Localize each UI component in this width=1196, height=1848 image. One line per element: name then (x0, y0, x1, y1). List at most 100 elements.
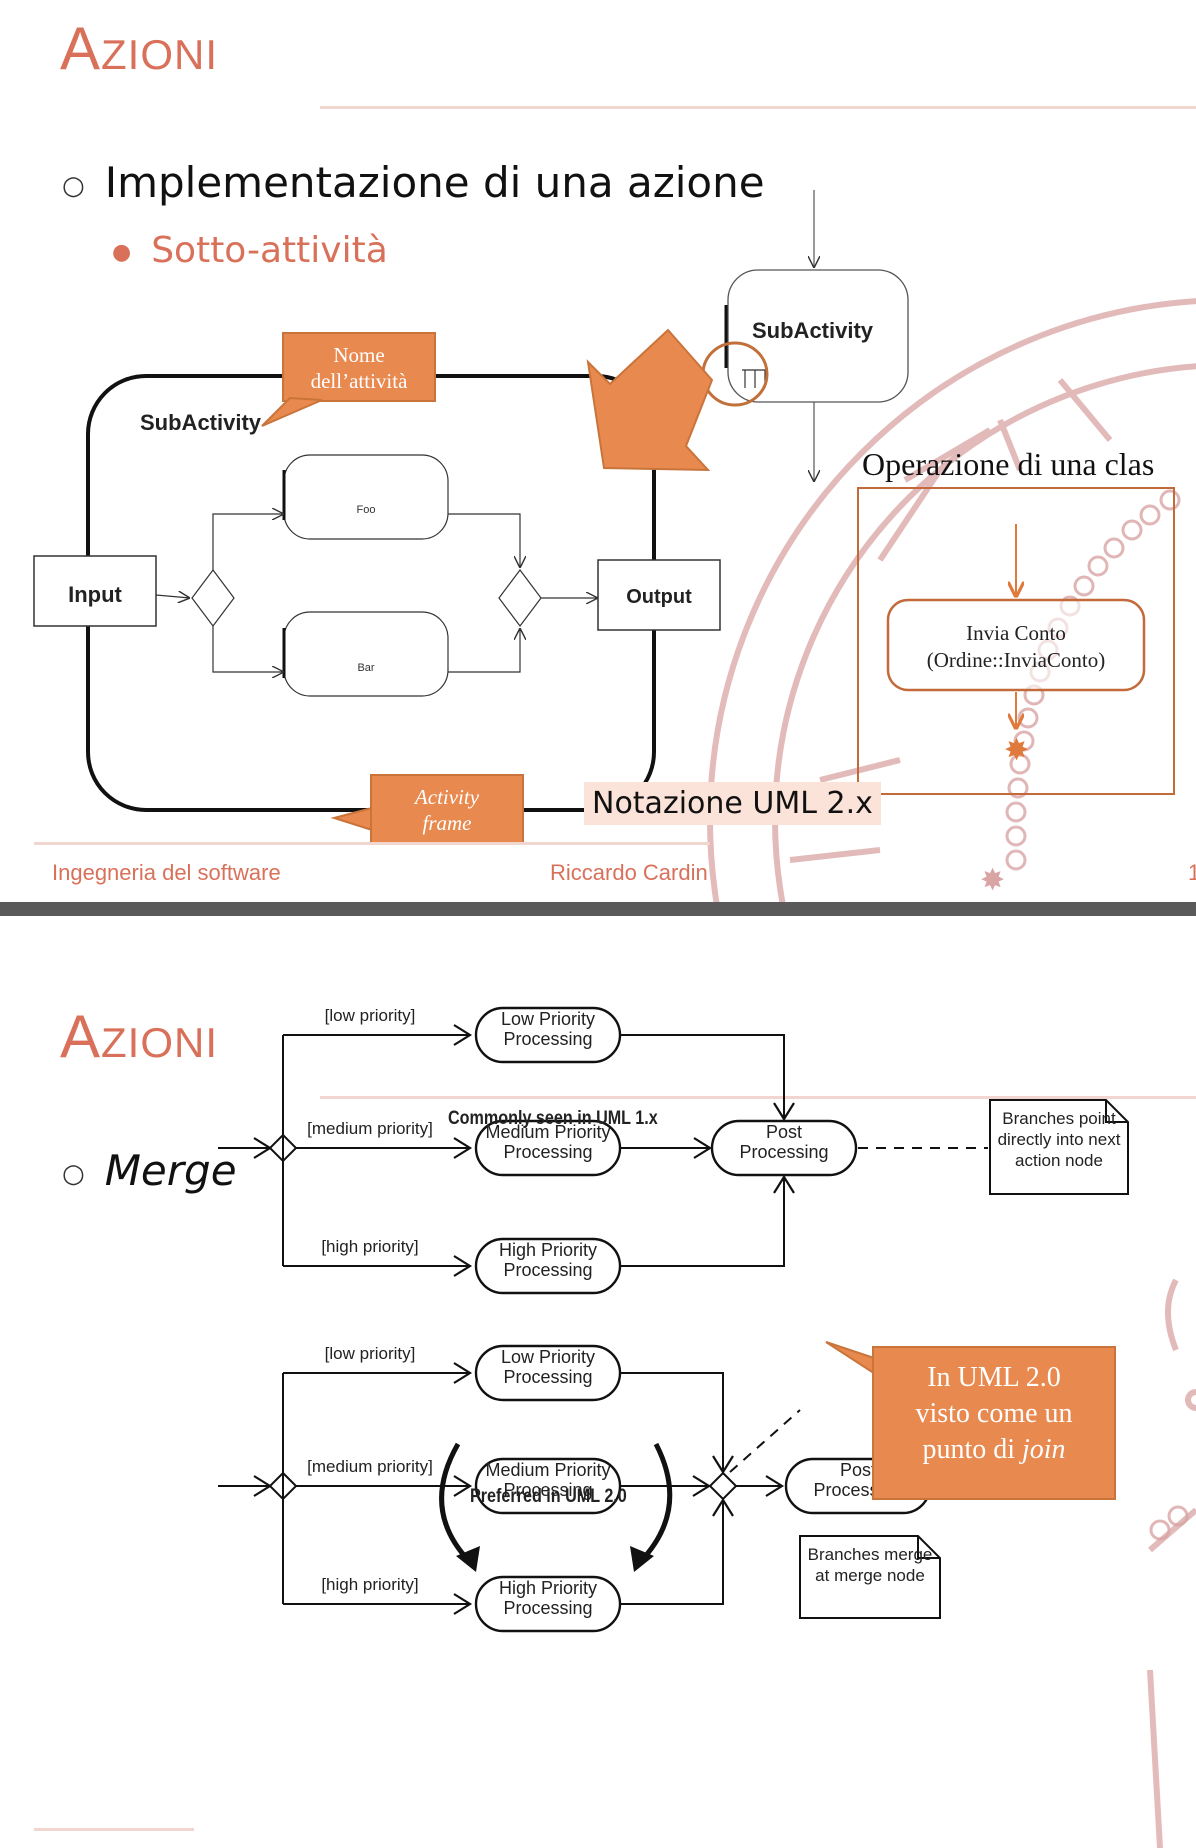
top-caption: Commonly seen in UML 1.x (448, 1108, 658, 1129)
frame-label: SubActivity (140, 410, 262, 435)
operation-frame (857, 487, 1175, 795)
slide-title: Azioni (60, 1003, 219, 1070)
bullet-circle-icon: ○ (62, 1158, 85, 1189)
action-node-label: Processing (503, 1260, 592, 1280)
merge-flow (620, 1500, 724, 1605)
bullet-circle-icon: ○ (62, 170, 85, 201)
action-node-label: Processing (503, 1367, 592, 1387)
invia-conto-line: (Ordine::InviaConto) (926, 648, 1106, 672)
foo-label: Foo (356, 504, 376, 516)
flow-arrow-icon (712, 1455, 734, 1475)
slide-title: Azioni (60, 15, 219, 82)
flow-arrow-icon (692, 1475, 712, 1497)
action-node-label: High Priority (499, 1240, 597, 1260)
action-node-label: Processing (503, 1598, 592, 1618)
slide-separator (0, 902, 1196, 916)
university-seal-watermark-2 (1147, 1278, 1196, 1848)
bullet-text: Merge (104, 1146, 237, 1195)
flow-arrow-icon (773, 1102, 795, 1122)
callout-activity-frame: Activity frame (370, 774, 524, 844)
notation-tag: Notazione UML 2.x (584, 782, 881, 825)
guard-label: [high priority] (321, 1237, 418, 1256)
callout-join: In UML 2.0 visto come un punto di join (872, 1346, 1116, 1500)
flow-arrow-icon (453, 1475, 473, 1497)
flow-arrow-icon (453, 1362, 473, 1384)
orange-pointer-arrow (586, 328, 714, 472)
action-node-label: Processing (503, 1480, 592, 1500)
bullet-text: Implementazione di una azione (104, 158, 765, 207)
output-pin (597, 559, 721, 631)
flow-arrow-icon (453, 1593, 473, 1615)
note-bottom-text: at merge node (815, 1566, 925, 1585)
curved-arrow-left-head (456, 1546, 480, 1572)
bullet-dot-icon: ● (112, 239, 132, 265)
curved-arrow-right (638, 1442, 673, 1564)
guard-label: [medium priority] (307, 1119, 433, 1138)
callout-line: frame (422, 811, 472, 835)
note-top-text: directly into next (998, 1130, 1121, 1149)
merge-diagram: [low priority]Low PriorityProcessing[med… (218, 1006, 1129, 1633)
bullet-merge: ○ Merge (62, 1146, 237, 1195)
merge-flow (620, 1177, 785, 1267)
bottom-star-icon: ✸ (980, 863, 1005, 898)
flow-arrow-icon (453, 1137, 473, 1159)
footer-author: Riccardo Cardin (550, 860, 708, 885)
post-processing-node-label: Processing (739, 1142, 828, 1162)
note-bottom-text: Branches merge (808, 1545, 933, 1564)
callout-line: In UML 2.0 (927, 1362, 1061, 1393)
bar-label: Bar (357, 662, 375, 674)
flow-arrow-icon (453, 1024, 473, 1046)
subactivity-diagram: ✸ ✸ (33, 190, 1175, 898)
bottom-caption: Preferred in UML 2.0 (470, 1486, 627, 1507)
action-node-label: High Priority (499, 1578, 597, 1598)
operation-label: Operazione di una clas (862, 446, 1155, 482)
merge-flow (620, 1372, 724, 1472)
flow-arrow-icon (773, 1174, 795, 1194)
curved-arrow-right-head (630, 1546, 654, 1572)
invia-conto-node (886, 598, 1146, 692)
bullet-implementazione: ○ Implementazione di una azione (62, 158, 765, 207)
flow-arrow-icon (453, 1255, 473, 1277)
action-node-label: Low Priority (501, 1009, 595, 1029)
post-processing-node-label: Post (840, 1460, 876, 1480)
guard-label: [high priority] (321, 1575, 418, 1594)
subactivity-call-node (727, 269, 909, 403)
note-top-text: action node (1015, 1151, 1103, 1170)
callout-line: visto come un (915, 1398, 1073, 1429)
input-pin (33, 555, 157, 627)
action-node-label: Medium Priority (485, 1122, 610, 1142)
flow-arrow-icon (712, 1497, 734, 1517)
action-node-label: Processing (503, 1142, 592, 1162)
merge-node (498, 569, 542, 627)
curved-arrow-left (439, 1442, 472, 1564)
rake-star-icon: ✸ (1004, 733, 1029, 768)
action-node-label: Low Priority (501, 1347, 595, 1367)
callout-line: punto di join (874, 1432, 1114, 1468)
callout-line: dell’attività (310, 369, 408, 393)
merge-flow (620, 1034, 785, 1119)
callout-text: punto di (922, 1434, 1022, 1465)
subactivity-call-label: SubActivity (752, 318, 874, 343)
flow-arrow-icon (693, 1137, 713, 1159)
merge-node (708, 1471, 738, 1501)
footer-rule (34, 842, 710, 845)
note-top (989, 1099, 1129, 1195)
callout-line: Nome (333, 343, 385, 367)
invia-conto-line: Invia Conto (966, 621, 1066, 645)
callout-line: Activity (414, 785, 480, 809)
post-processing-node-label: Post (766, 1122, 802, 1142)
flow-arrow-icon (765, 1475, 785, 1497)
action-node-label: Medium Priority (485, 1460, 610, 1480)
action-node-label: Processing (503, 1029, 592, 1049)
note-bottom (799, 1535, 941, 1619)
title-rule (320, 1096, 1196, 1099)
output-label: Output (626, 586, 692, 608)
note-anchor (729, 1409, 801, 1473)
footer-course: Ingegneria del software (52, 860, 281, 885)
subbullet-sotto-attivita: ●Sotto-attività (112, 230, 388, 271)
callout-nome-attivita: Nome dell’attività (282, 332, 436, 402)
slide-1: Azioni ○Implementazione di una azione ●S… (0, 0, 1196, 902)
note-top-text: Branches point (1002, 1109, 1116, 1128)
title-rule (320, 106, 1196, 109)
callout-italic: join (1022, 1434, 1066, 1465)
